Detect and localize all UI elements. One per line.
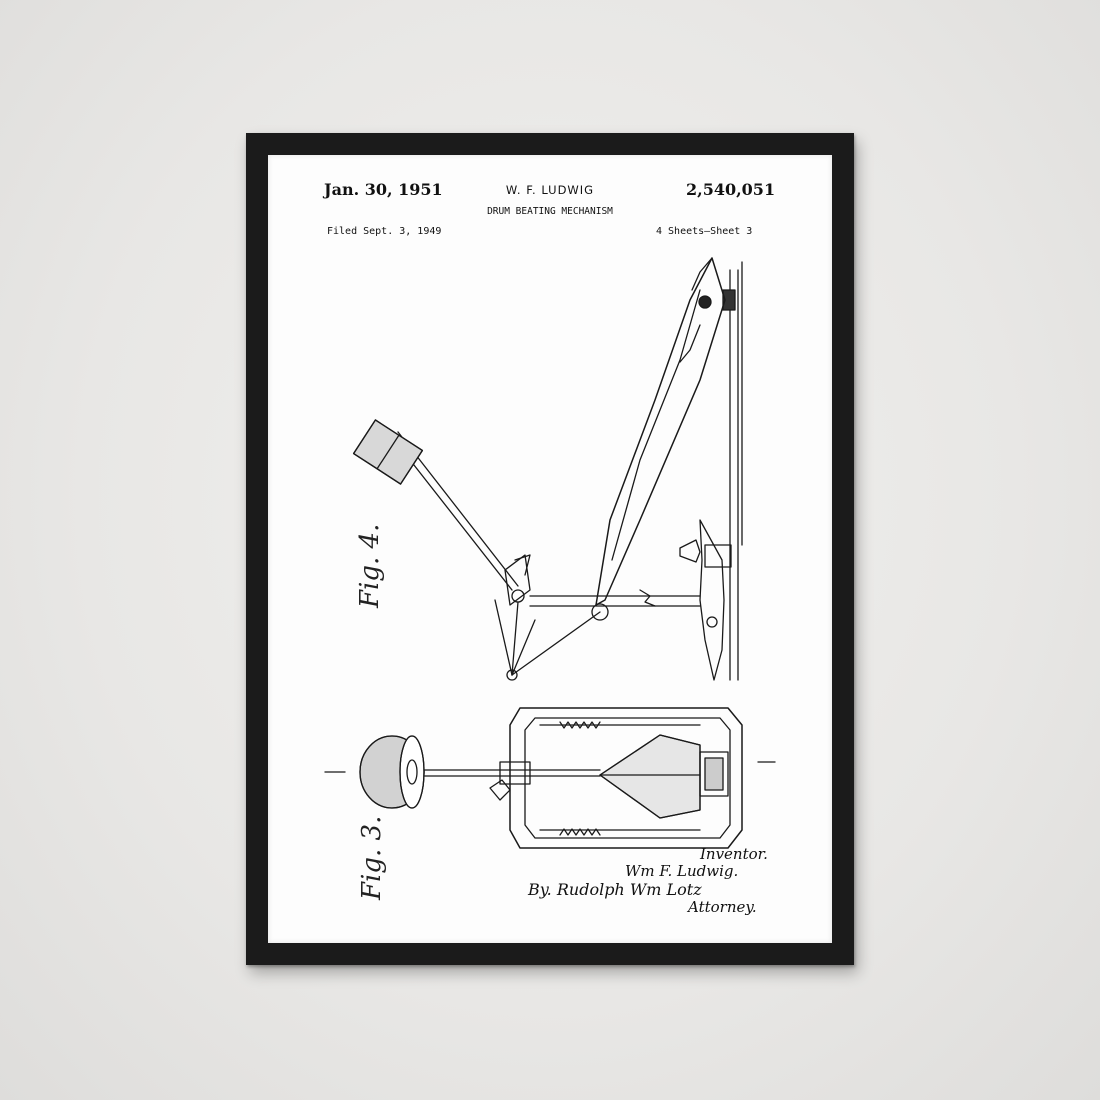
sheet-count: 4 Sheets–Sheet 3 xyxy=(656,226,753,237)
attorney-signature: By. Rudolph Wm Lotz xyxy=(528,880,702,899)
inventor-heading: W. F. LUDWIG xyxy=(505,183,595,197)
inventor-signature: Wm F. Ludwig. xyxy=(625,862,739,880)
attorney-label: Attorney. xyxy=(688,898,757,916)
patent-number: 2,540,051 xyxy=(686,180,776,199)
fig4-drawing xyxy=(352,257,743,681)
filed-date: Filed Sept. 3, 1949 xyxy=(327,226,442,237)
fig3-drawing xyxy=(324,707,776,849)
fig4-label: Fig. 4. xyxy=(355,524,385,609)
fig3-label: Fig. 3. xyxy=(357,816,387,901)
patent-date: Jan. 30, 1951 xyxy=(324,180,443,199)
patent-title: DRUM BEATING MECHANISM xyxy=(487,206,613,217)
inventor-label: Inventor. xyxy=(700,845,768,863)
patent-drawing: Fig. 4. Fig. 3. xyxy=(324,257,776,901)
